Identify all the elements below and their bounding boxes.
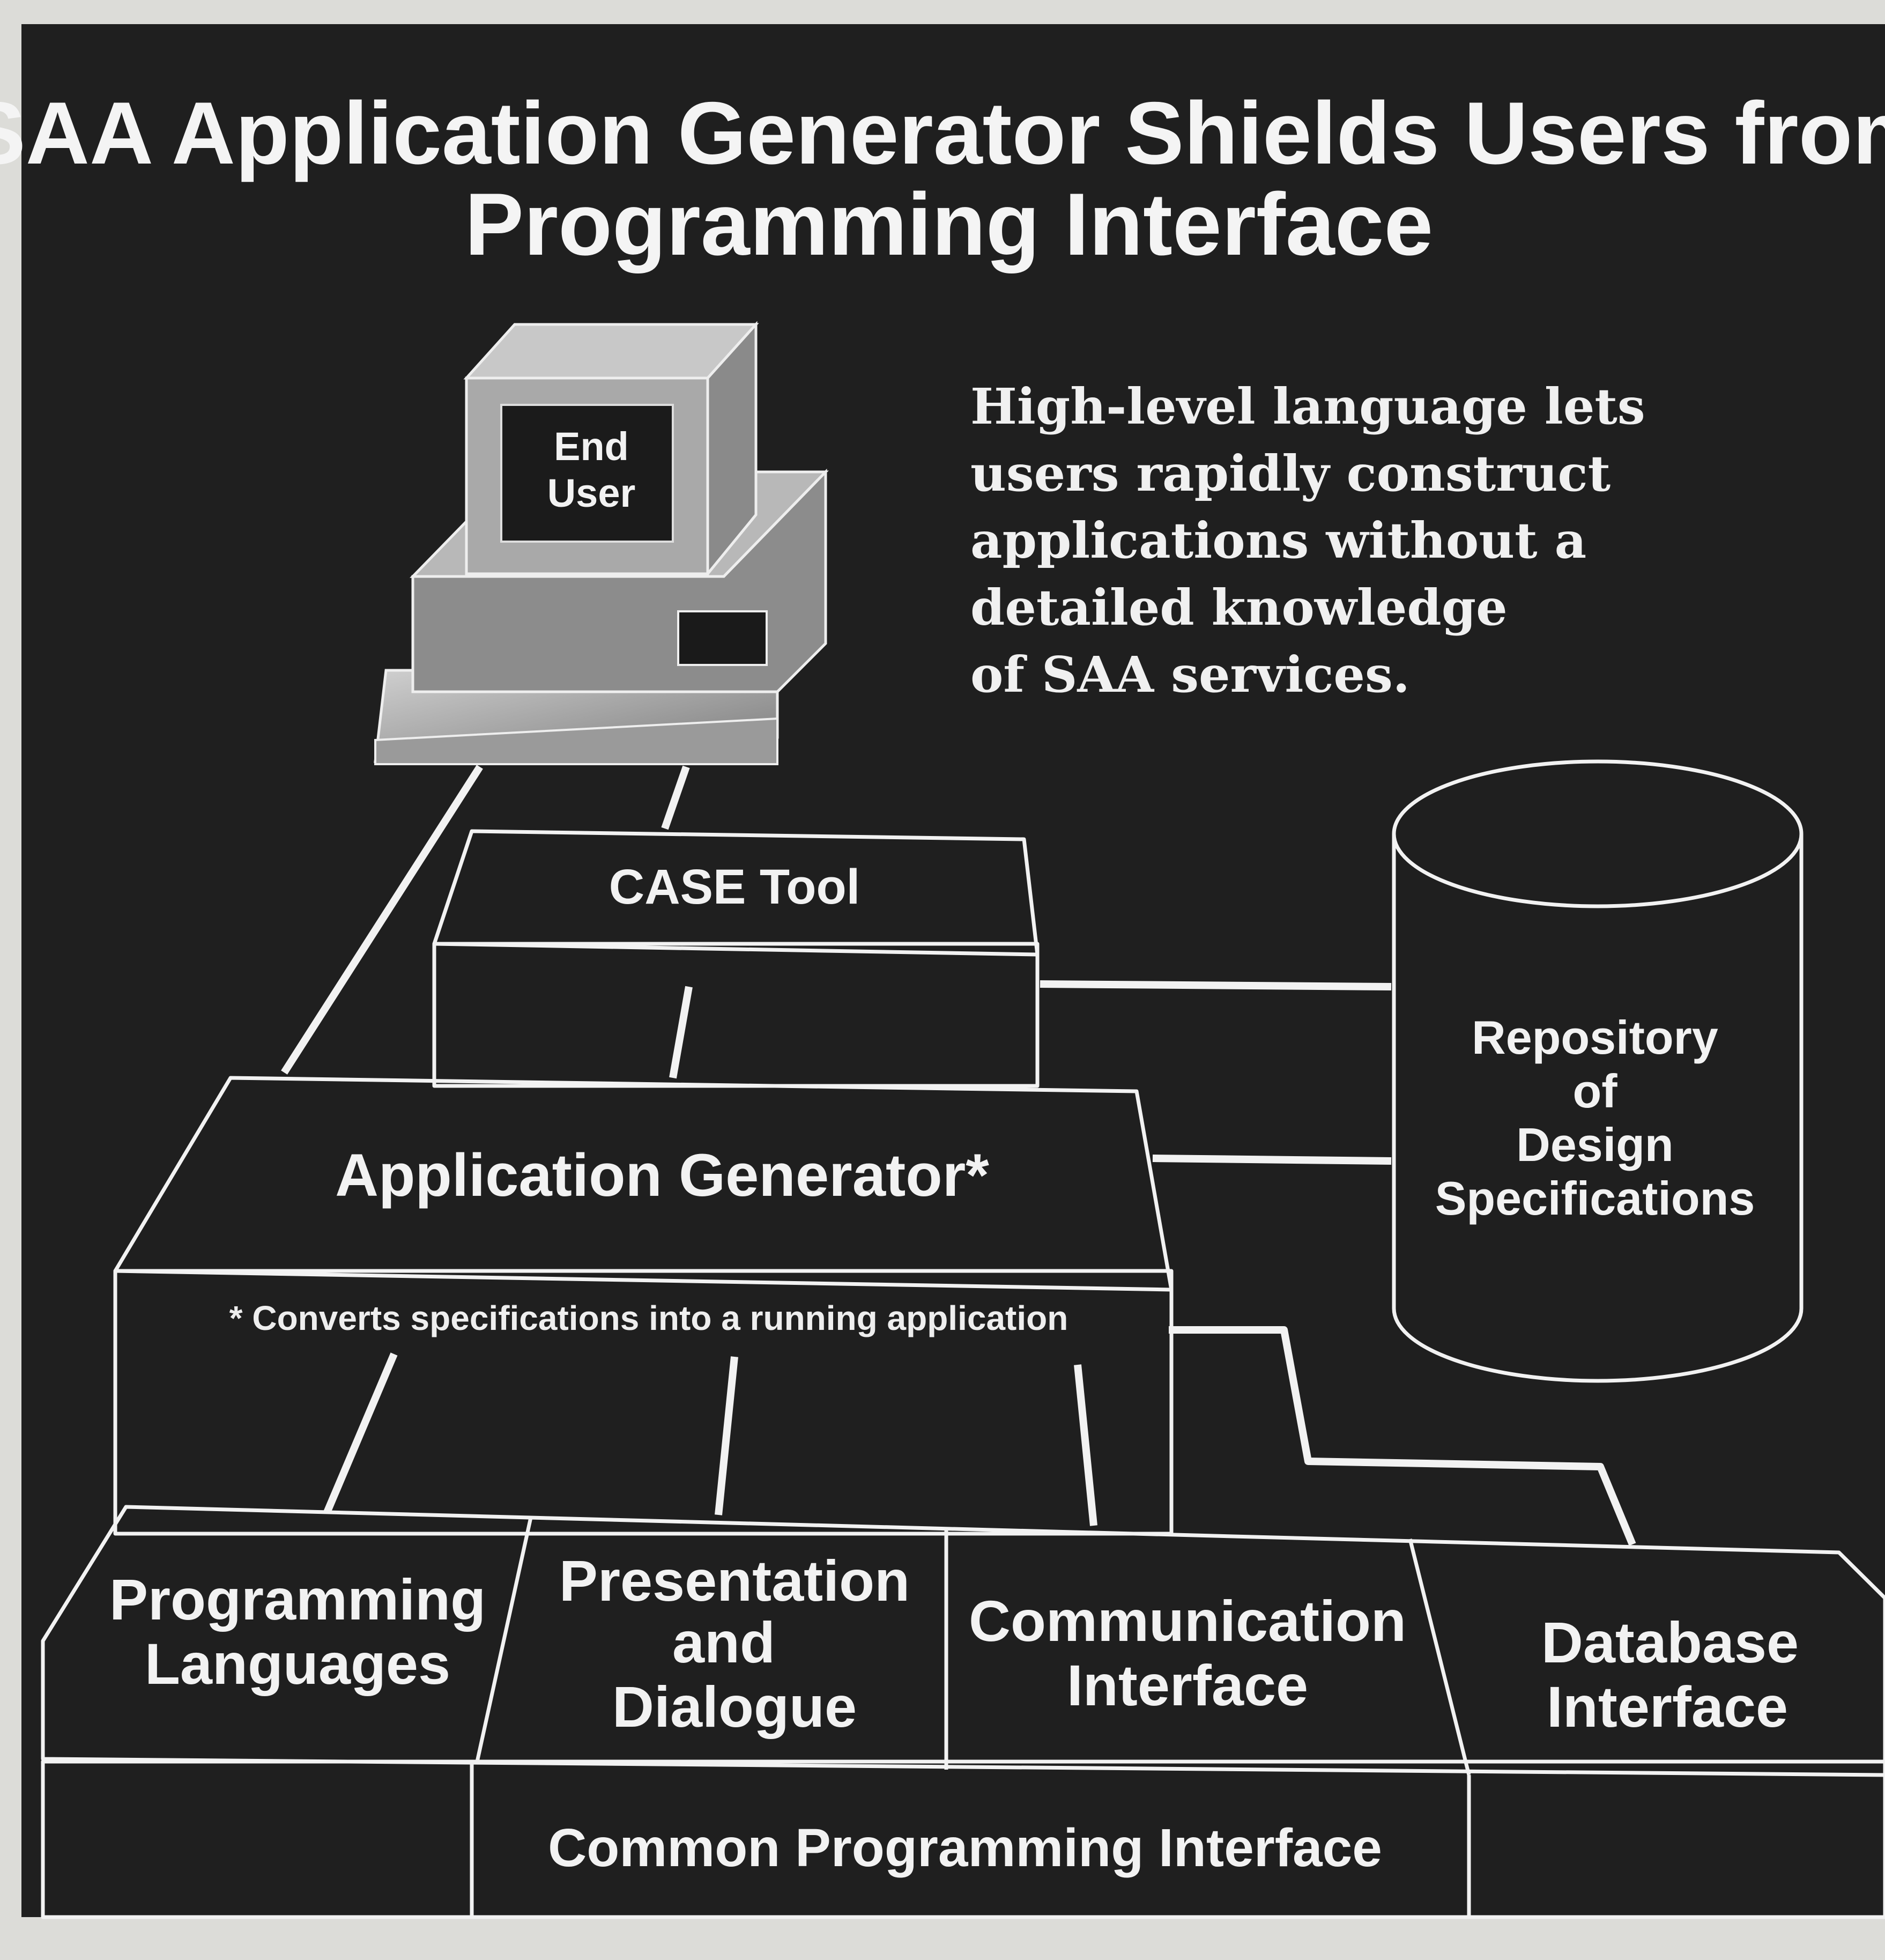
caption-line-4: detailed knowledge — [970, 579, 1508, 637]
database-cylinder-icon: Repository of Design Specifications — [1392, 759, 1804, 1383]
repository-line-1: Repository — [1472, 1011, 1718, 1064]
caption-line-3: applications without a — [970, 512, 1586, 569]
repository-line-2: of — [1572, 1064, 1617, 1118]
generator-connectors — [323, 1352, 1097, 1526]
interface-4-line-1: Database — [1541, 1610, 1799, 1675]
case-tool-block: CASE Tool — [432, 829, 1040, 1088]
end-user-line-1: End — [554, 424, 629, 469]
caption: High-level language lets users rapidly c… — [970, 378, 1645, 704]
interface-2-line-1: Presentation — [559, 1548, 910, 1613]
title: SAA Application Generator Shields Users … — [0, 84, 1885, 273]
base-label: Common Programming Interface — [548, 1818, 1382, 1878]
diagram-panel — [21, 24, 1885, 1917]
caption-line-5: of SAA services. — [970, 646, 1410, 704]
repository-line-4: Specifications — [1435, 1172, 1755, 1225]
end-user-line-2: User — [547, 471, 636, 515]
interface-2-line-2: and — [672, 1610, 775, 1675]
interface-3-line-1: Communication — [969, 1588, 1406, 1653]
interface-2-line-3: Dialogue — [612, 1674, 857, 1739]
caption-line-1: High-level language lets — [970, 378, 1645, 435]
interface-1-line-2: Languages — [145, 1631, 450, 1696]
interface-4-line-2: Interface — [1547, 1674, 1788, 1739]
case-tool-label: CASE Tool — [609, 860, 860, 914]
interface-1-line-1: Programming — [109, 1567, 486, 1632]
repository-line-3: Design — [1516, 1118, 1673, 1171]
terminal-connectors — [281, 765, 693, 1079]
computer-terminal-icon: End User — [374, 321, 829, 765]
repository-connectors — [1040, 980, 1636, 1546]
interface-3-line-2: Interface — [1067, 1653, 1308, 1718]
app-generator-label: Application Generator* — [335, 1142, 989, 1209]
app-generator-note: * Converts specifications into a running… — [229, 1299, 1068, 1337]
base-layer: Common Programming Interface — [41, 1759, 1885, 1919]
title-line-2: Programming Interface — [465, 175, 1433, 273]
application-generator-block: Application Generator* * Converts specif… — [113, 1076, 1174, 1536]
title-line-1: SAA Application Generator Shields Users … — [0, 84, 1885, 182]
caption-line-2: users rapidly construct — [970, 445, 1611, 502]
interfaces-layer: Programming Languages Presentation and D… — [41, 1505, 1885, 1777]
